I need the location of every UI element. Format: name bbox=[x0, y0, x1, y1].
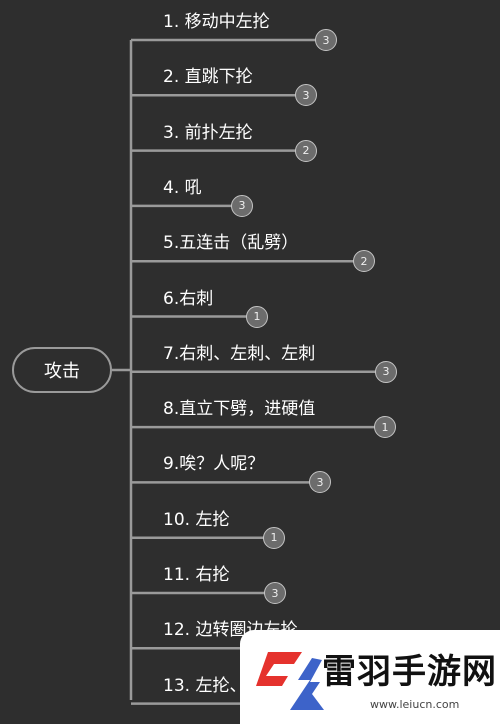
watermark-logo: 雷羽手游网 www.leiucn.com bbox=[240, 630, 500, 724]
branch-count-badge-6[interactable]: 1 bbox=[246, 305, 268, 328]
root-node-label: 攻击 bbox=[44, 361, 80, 382]
branch-count-badge-7[interactable]: 3 bbox=[375, 360, 397, 383]
branch-label-1[interactable]: 1. 移动中左抡 bbox=[163, 12, 270, 32]
branch-count-badge-2[interactable]: 3 bbox=[295, 84, 317, 107]
brand-logo-icon bbox=[256, 652, 324, 710]
branch-count-badge-11[interactable]: 3 bbox=[264, 582, 286, 604]
branch-label-8[interactable]: 8.直立下劈，进硬值 bbox=[163, 399, 316, 420]
branch-label-9[interactable]: 9.唉？人呢？ bbox=[163, 454, 265, 475]
branch-count-badge-3[interactable]: 2 bbox=[295, 139, 317, 162]
branch-label-11[interactable]: 11. 右抡 bbox=[163, 565, 230, 585]
branch-label-5[interactable]: 5.五连击（乱劈） bbox=[163, 233, 299, 254]
branch-count-badge-5[interactable]: 2 bbox=[353, 250, 375, 273]
branch-label-7[interactable]: 7.右刺、左刺、左刺 bbox=[163, 343, 316, 364]
branch-label-10[interactable]: 10. 左抡 bbox=[163, 509, 230, 530]
branch-count-badge-8[interactable]: 1 bbox=[374, 416, 396, 439]
branch-label-4[interactable]: 4. 吼 bbox=[163, 177, 202, 198]
branch-count-badge-9[interactable]: 3 bbox=[309, 471, 331, 494]
branch-count-badge-1[interactable]: 3 bbox=[315, 29, 337, 51]
branch-label-3[interactable]: 3. 前扑左抡 bbox=[163, 122, 253, 143]
watermark-title: 雷羽手游网 bbox=[322, 652, 497, 692]
branch-label-13[interactable]: 13. 左抡、 bbox=[163, 675, 247, 696]
watermark-url: www.leiucn.com bbox=[370, 698, 460, 711]
branch-count-badge-10[interactable]: 1 bbox=[263, 526, 285, 549]
root-node-attack[interactable]: 攻击 bbox=[12, 347, 112, 393]
branch-label-2[interactable]: 2. 直跳下抡 bbox=[163, 67, 253, 88]
branch-label-6[interactable]: 6.右刺 bbox=[163, 288, 214, 309]
branch-count-badge-4[interactable]: 3 bbox=[231, 194, 253, 217]
